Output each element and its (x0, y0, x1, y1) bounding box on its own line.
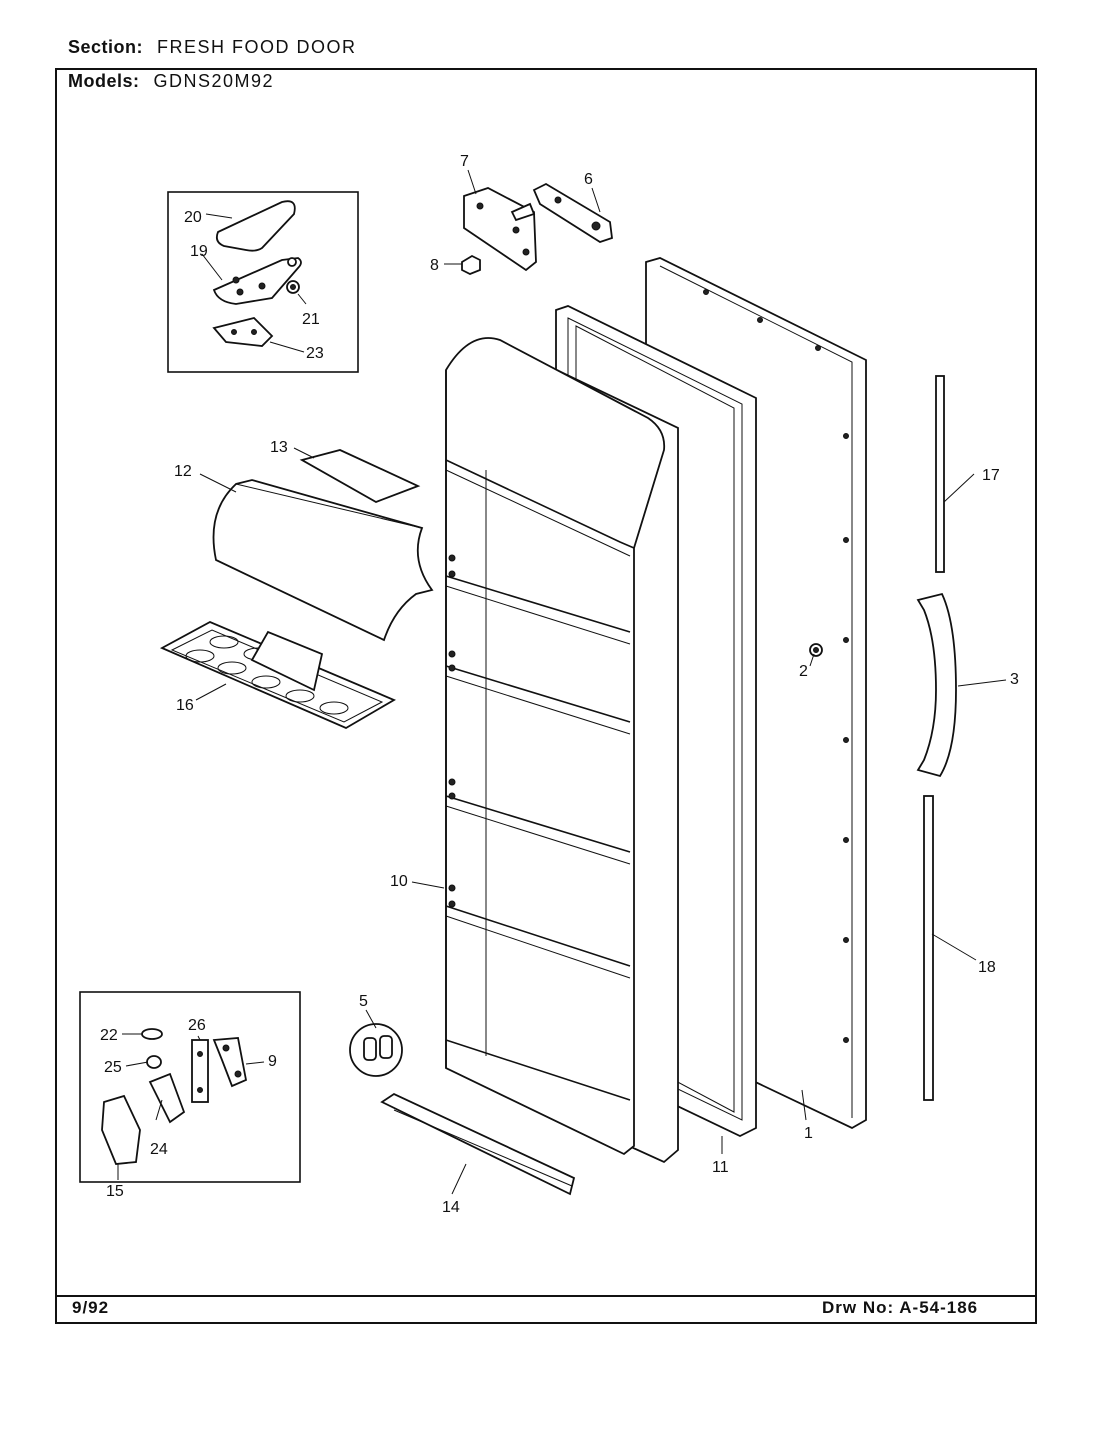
callout-8: 8 (430, 257, 439, 274)
part-24-hinge-bracket (148, 1072, 186, 1124)
part-21-washer (286, 280, 300, 294)
callout-15: 15 (106, 1183, 124, 1200)
models-label: Models: (68, 71, 140, 91)
callout-11: 11 (712, 1159, 729, 1176)
callout-21: 21 (302, 311, 320, 328)
callout-1: 1 (804, 1125, 813, 1142)
callout-16: 16 (176, 697, 194, 714)
part-7-hinge-bracket (463, 187, 537, 272)
callout-labels: 1 2 3 5 6 7 8 9 10 11 12 13 14 15 16 17 … (100, 153, 1019, 1216)
part-26-shim (191, 1039, 209, 1103)
callout-7: 7 (460, 153, 469, 170)
section-value: FRESH FOOD DOOR (157, 37, 357, 57)
part-9-bottom-hinge (212, 1037, 248, 1088)
section-heading: Section: FRESH FOOD DOOR (68, 37, 357, 58)
callout-23: 23 (306, 345, 324, 362)
door-liner (445, 337, 679, 1164)
callout-19: 19 (190, 243, 208, 260)
callout-2: 2 (799, 663, 808, 680)
part-12-dairy-door (212, 479, 434, 642)
part-13-shelf-insert (299, 449, 421, 503)
callout-22: 22 (100, 1027, 118, 1044)
callout-14: 14 (442, 1199, 460, 1216)
part-16-egg-tray (159, 621, 397, 730)
models-value: GDNS20M92 (153, 71, 275, 91)
part-22-washer (141, 1028, 163, 1040)
part-20-hinge-cover (215, 200, 296, 252)
callout-9: 9 (268, 1053, 277, 1070)
part-15-hinge-cover (101, 1094, 141, 1165)
footer-divider (55, 1295, 1037, 1297)
part-25-bushing (146, 1055, 162, 1069)
callout-25: 25 (104, 1059, 122, 1076)
diagram-frame (55, 68, 1037, 1324)
callout-3: 3 (1010, 671, 1019, 688)
callout-6: 6 (584, 171, 593, 188)
part-23-shim (212, 317, 274, 347)
section-label: Section: (68, 37, 144, 57)
part-14-bottom-trim (380, 1092, 576, 1196)
hinge-inset-box-bottom (79, 991, 301, 1183)
part-19-top-hinge (212, 257, 302, 305)
drawing-number: Drw No: A-54-186 (822, 1298, 979, 1317)
leader-lines (117, 169, 1007, 1195)
callout-10: 10 (390, 873, 408, 890)
part-17-handle-trim-top (935, 375, 945, 573)
part-18-handle-trim-bottom (923, 795, 934, 1101)
callout-12: 12 (174, 463, 192, 480)
part-2-plug (809, 643, 823, 657)
callout-13: 13 (270, 439, 288, 456)
part-5-door-cam (349, 1023, 403, 1077)
models-heading: Models: GDNS20M92 (68, 71, 274, 92)
callout-17: 17 (982, 467, 1000, 484)
part-6-hinge-pin-plate (532, 182, 613, 243)
callout-20: 20 (184, 209, 202, 226)
part-8-clip (461, 254, 481, 275)
callout-18: 18 (978, 959, 996, 976)
callout-5: 5 (359, 993, 368, 1010)
part-3-door-handle (916, 592, 957, 778)
callout-24: 24 (150, 1141, 168, 1158)
hinge-inset-box-top (167, 191, 359, 373)
footer-date: 9/92 (72, 1298, 110, 1317)
callout-26: 26 (188, 1017, 206, 1034)
